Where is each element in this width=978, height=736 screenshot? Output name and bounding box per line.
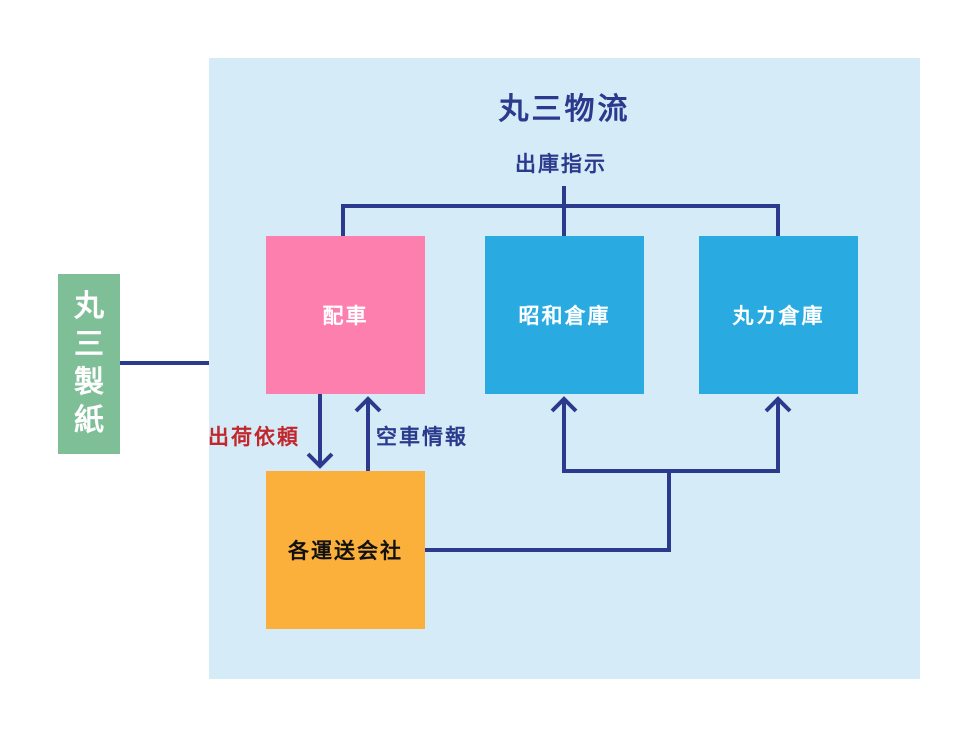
maruka-warehouse-label: 丸カ倉庫 — [732, 304, 825, 328]
carriers-label: 各運送会社 — [288, 539, 403, 563]
dispatch-label: 配車 — [322, 304, 369, 328]
showa-warehouse-label: 昭和倉庫 — [518, 304, 611, 328]
client-char-4: 紙 — [74, 403, 104, 438]
empty-vehicle-info-arrowhead — [354, 396, 382, 413]
client-char-2: 三 — [74, 327, 104, 362]
dispatch-box: 配車 — [266, 236, 425, 394]
client-char-1: 丸 — [74, 289, 104, 324]
client-box: 丸 三 製 紙 — [58, 274, 120, 454]
instruction-connector — [341, 186, 780, 236]
client-char-3: 製 — [74, 365, 104, 400]
maruka-warehouse-box: 丸カ倉庫 — [699, 236, 858, 394]
empty-vehicle-info-label: 空車情報 — [376, 425, 468, 449]
shipment-request-label: 出荷依頼 — [208, 425, 300, 449]
panel-title: 丸三物流 — [498, 92, 631, 127]
carriers-box: 各運送会社 — [266, 471, 425, 629]
showa-warehouse-box: 昭和倉庫 — [485, 236, 644, 394]
shipment-request-arrowhead — [306, 452, 334, 469]
instruction-label: 出庫指示 — [515, 152, 607, 176]
maruka-arrowhead — [764, 396, 792, 413]
showa-arrowhead — [550, 396, 578, 413]
carriers-to-warehouses-connector — [425, 399, 780, 552]
